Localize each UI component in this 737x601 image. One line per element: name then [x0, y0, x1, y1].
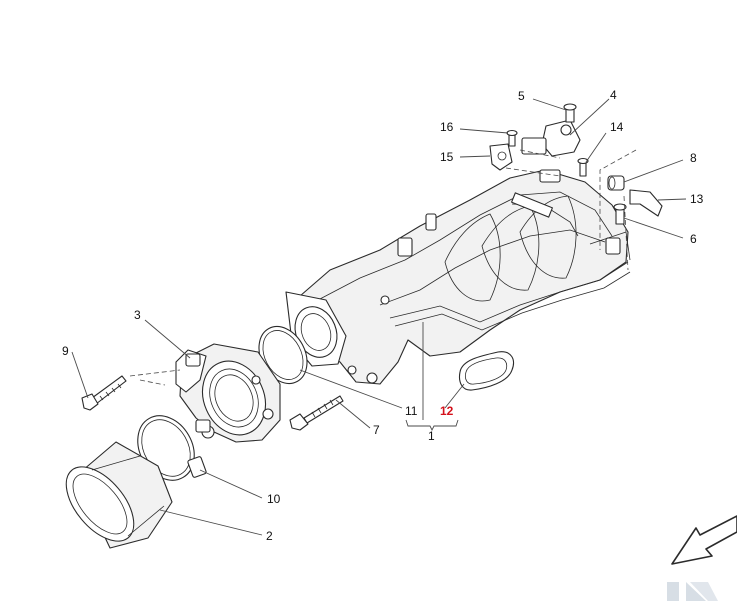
callout-4: 4: [610, 88, 617, 102]
intake-sleeve[interactable]: [53, 441, 173, 553]
bracket-15[interactable]: [489, 143, 513, 171]
manifold-gasket[interactable]: [458, 351, 515, 391]
watermark-logo-icon: [667, 582, 718, 601]
bolt-9[interactable]: [81, 375, 127, 411]
callout-9: 9: [62, 344, 69, 358]
callout-13: 13: [690, 192, 704, 206]
callout-3: 3: [134, 308, 141, 322]
callout-8: 8: [690, 151, 697, 165]
bolt-7[interactable]: [289, 395, 344, 431]
callout-16: 16: [440, 120, 454, 134]
callout-10: 10: [267, 492, 281, 506]
callout-labels: 5 4 16 14 15 8 13 6 3 9 11 12 7 1 10 2: [62, 88, 704, 543]
callout-7: 7: [373, 423, 380, 437]
screw-16[interactable]: [506, 129, 518, 147]
bracket-13[interactable]: [629, 189, 663, 217]
arrow-down-left-icon: [671, 515, 737, 565]
callout-12: 12: [440, 404, 454, 418]
callout-11: 11: [405, 404, 418, 418]
callout-6: 6: [690, 232, 697, 246]
callout-15: 15: [440, 150, 454, 164]
callout-1: 1: [428, 429, 435, 443]
screw-14[interactable]: [577, 157, 589, 177]
intake-manifold[interactable]: [285, 169, 631, 385]
assembly-lines: [129, 149, 637, 386]
screw-6[interactable]: [613, 203, 627, 225]
screw-5[interactable]: [563, 103, 577, 123]
callout-14: 14: [610, 120, 624, 134]
callout-5: 5: [518, 89, 525, 103]
spacer-8[interactable]: [607, 175, 625, 191]
pressure-sensor[interactable]: [521, 119, 581, 157]
callout-2: 2: [266, 529, 273, 543]
leader-lines: [71, 98, 687, 536]
throttle-body[interactable]: [175, 343, 281, 445]
